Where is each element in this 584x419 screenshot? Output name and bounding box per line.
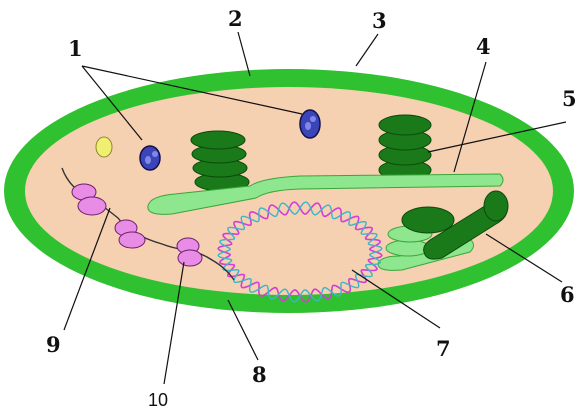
ribosome	[177, 238, 202, 266]
label-1: 1	[68, 36, 83, 61]
label-4: 4	[476, 34, 491, 59]
label-8: 8	[252, 362, 267, 387]
label-7: 7	[436, 336, 451, 361]
label-9: 9	[46, 332, 61, 357]
label-10: 10	[148, 390, 168, 410]
label-2: 2	[228, 6, 243, 31]
label-6: 6	[560, 282, 575, 307]
starch-grain	[96, 137, 112, 157]
granum-right	[379, 115, 431, 180]
label-3: 3	[372, 8, 387, 33]
lipid-droplet	[300, 110, 320, 138]
stroma	[25, 87, 553, 295]
lipid-droplet	[140, 146, 160, 170]
label-5: 5	[562, 86, 577, 111]
